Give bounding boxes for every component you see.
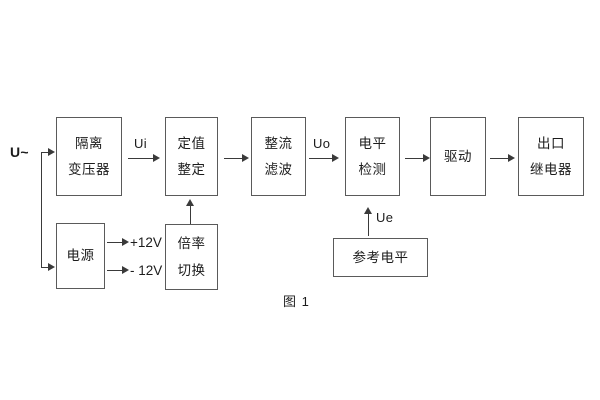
ui-arrow-line [128,158,155,160]
level-to-drive-arrowhead [423,154,430,162]
ui-arrowhead [153,154,160,162]
block-line: 整定 [177,162,206,177]
ue-arrow-line [368,213,370,236]
multiplier-to-setting-line [190,205,192,224]
block-line: 变压器 [68,162,110,177]
input-voltage-label: U~ [10,144,29,160]
block-line: 切换 [177,262,206,278]
block-multiplier-switch[interactable]: 倍率 切换 [165,224,218,290]
block-output-relay[interactable]: 出口 继电器 [518,117,584,196]
uo-arrow-line [309,158,334,160]
voltage-label-negative-12v: - 12V [130,263,163,278]
block-line: 倍率 [177,236,206,251]
uo-arrowhead [332,154,339,162]
block-line: 继电器 [530,162,572,177]
signal-label-uo: Uo [313,136,331,151]
input-to-power-arrowhead [48,263,55,271]
block-reference-level[interactable]: 参考电平 [333,238,428,277]
ue-arrowhead [364,207,372,214]
setting-to-rectify-line [224,158,244,160]
power-pos12v-arrowhead [122,238,129,246]
signal-label-ue: Ue [376,210,394,225]
setting-to-rectify-arrowhead [242,154,249,162]
block-line: 电源 [66,248,95,264]
input-rail-bottom-branch [41,267,50,269]
block-line: 出口 [537,135,565,151]
power-neg12v-arrowhead [122,266,129,274]
block-line: 整流 [264,135,293,151]
block-rectify-filter[interactable]: 整流 滤波 [251,117,306,196]
block-level-detection[interactable]: 电平 检测 [345,117,400,196]
block-line: 定值 [177,135,206,151]
level-to-drive-line [405,158,425,160]
input-rail-vertical [41,152,43,268]
block-power-supply[interactable]: 电源 [56,223,105,289]
input-to-transformer-arrowhead [48,148,55,156]
block-line: 参考电平 [352,249,409,265]
power-pos12v-line [107,242,124,244]
power-neg12v-line [107,270,124,272]
voltage-label-positive-12v: +12V [130,235,162,250]
block-drive[interactable]: 驱动 [430,117,486,196]
drive-to-relay-arrowhead [508,154,515,162]
block-line: 电平 [358,135,387,151]
block-setting-value[interactable]: 定值 整定 [165,117,218,196]
block-isolation-transformer[interactable]: 隔离 变压器 [56,117,122,196]
block-line: 检测 [358,162,387,177]
drive-to-relay-line [490,158,510,160]
figure-caption: 图 1 [283,294,310,309]
signal-label-ui: Ui [134,136,147,151]
input-rail-top-branch [41,152,50,154]
block-line: 滤波 [264,162,293,177]
multiplier-to-setting-arrowhead [186,199,194,206]
block-line: 隔离 [75,135,103,151]
block-line: 驱动 [444,148,472,164]
